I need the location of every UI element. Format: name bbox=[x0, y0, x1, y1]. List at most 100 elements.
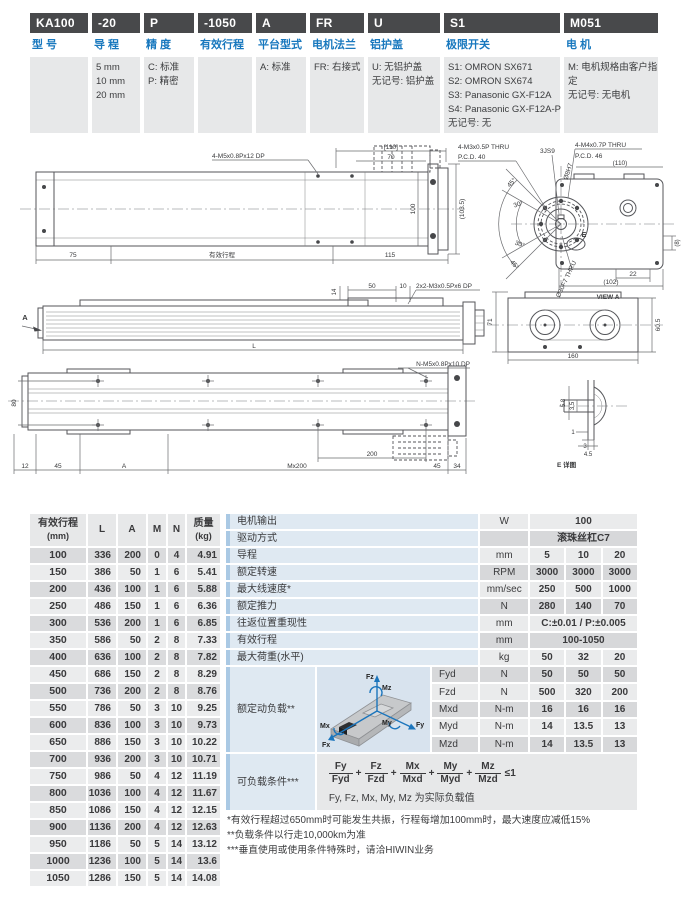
dim-cell: 200 bbox=[118, 616, 146, 631]
dim-cell: 200 bbox=[118, 684, 146, 699]
dim-cell: 150 bbox=[30, 565, 86, 580]
code-segment: FR bbox=[310, 13, 364, 33]
callout-label: N-M5x0.8Px10 DP bbox=[416, 361, 470, 368]
spec-value: C:±0.01 / P:±0.005 bbox=[529, 616, 637, 631]
spec-unit: RPM bbox=[480, 565, 528, 580]
dim-label: 45 bbox=[54, 463, 62, 470]
spec-value: 70 bbox=[602, 599, 637, 614]
dim-cell: 900 bbox=[30, 820, 86, 835]
spec-value: 16 bbox=[529, 701, 565, 718]
spec-label: 可负载条件*** bbox=[226, 754, 315, 810]
dim-cell: 0 bbox=[148, 548, 166, 563]
spec-value: 250 bbox=[529, 582, 565, 597]
bottom-view-drawing: N-M5x0.8Px10 DP bbox=[8, 361, 478, 474]
dim-cell: 1 bbox=[148, 616, 166, 631]
spec-value: 140 bbox=[566, 599, 601, 614]
dim-label: (102) bbox=[603, 279, 618, 286]
spec-value: 50 bbox=[529, 650, 565, 665]
code-segment: P bbox=[144, 13, 194, 33]
callout-label: 4-M5x0.8Px12 DP bbox=[212, 153, 265, 160]
dim-cell: 1050 bbox=[30, 871, 86, 886]
dim-cell: 550 bbox=[30, 701, 86, 716]
dim-label: 75 bbox=[69, 252, 77, 259]
dim-cell: 1 bbox=[148, 599, 166, 614]
code-option: 10 mm bbox=[96, 76, 126, 87]
dim-cell: 886 bbox=[88, 735, 116, 750]
dim-cell: 6 bbox=[168, 616, 185, 631]
dim-cell: 14.08 bbox=[187, 871, 220, 886]
dim-label: 12 bbox=[21, 463, 29, 470]
dim-cell: 936 bbox=[88, 752, 116, 767]
dim-cell: 12 bbox=[168, 786, 185, 801]
plus-sign: + bbox=[390, 767, 397, 779]
header-line: L bbox=[98, 524, 106, 535]
code-options bbox=[198, 57, 252, 133]
spec-value: 100-1050 bbox=[529, 633, 637, 648]
code-field-label: 型 号 bbox=[32, 39, 58, 51]
spec-label: 最大线速度* bbox=[226, 582, 479, 597]
spec-value: 3000 bbox=[566, 565, 601, 580]
dim-cell: 10 bbox=[168, 718, 185, 733]
code-option: 无记号: 铝护盖 bbox=[372, 76, 435, 87]
axis-label: Mx bbox=[320, 723, 330, 730]
axis-label: Fx bbox=[322, 742, 330, 747]
footnote: ***垂直使用或使用条件特殊时，请洽HIWIN业务 bbox=[227, 845, 434, 856]
dim-cell: 5 bbox=[148, 854, 166, 869]
angle-label: 30° bbox=[512, 199, 524, 210]
plus-sign: + bbox=[355, 767, 362, 779]
code-option: S4: Panasonic GX-F12A-P bbox=[448, 104, 561, 115]
dim-cell: 1 bbox=[148, 565, 166, 580]
dim-cell: 11.67 bbox=[187, 786, 220, 801]
spec-value: 14 bbox=[529, 719, 565, 735]
spec-unit: N bbox=[480, 599, 528, 614]
dim-cell: 8 bbox=[168, 667, 185, 682]
spec-value: 32 bbox=[566, 650, 601, 665]
fraction-numerator: Fz bbox=[364, 761, 388, 774]
dim-cell: 6.36 bbox=[187, 599, 220, 614]
code-options bbox=[30, 57, 88, 133]
fraction-numerator: Fy bbox=[328, 761, 353, 774]
spec-value: 5 bbox=[529, 548, 565, 563]
dim-label: 有效行程 bbox=[209, 250, 236, 259]
load-axes-illustration: Fz Mz Mx Fx My Fy bbox=[316, 667, 430, 752]
spec-value: 14 bbox=[529, 736, 565, 752]
spec-value: 100 bbox=[529, 514, 637, 529]
spec-value: 20 bbox=[602, 650, 637, 665]
axis-label: My bbox=[382, 720, 392, 727]
dim-cell: 486 bbox=[88, 599, 116, 614]
dim-label: 100 bbox=[410, 203, 417, 214]
dim-cell: 1000 bbox=[30, 854, 86, 869]
spec-value: 50 bbox=[566, 667, 601, 683]
dim-cell: 786 bbox=[88, 701, 116, 716]
plus-sign: + bbox=[466, 767, 473, 779]
spec-label: 导程 bbox=[226, 548, 479, 563]
dim-cell: 4 bbox=[148, 803, 166, 818]
dim-cell: 150 bbox=[118, 871, 146, 886]
fraction-denominator: Myd bbox=[440, 773, 461, 785]
code-field-label: 导 程 bbox=[94, 39, 120, 51]
fraction-denominator: Fzd bbox=[367, 773, 385, 785]
code-segment: M051 bbox=[564, 13, 658, 33]
dim-cell: 1 bbox=[148, 582, 166, 597]
dim-cell: 450 bbox=[30, 667, 86, 682]
spec-value: 13.5 bbox=[566, 736, 601, 752]
dim-cell: 11.19 bbox=[187, 769, 220, 784]
dim-label: 5.8 bbox=[561, 398, 567, 407]
dim-cell: 800 bbox=[30, 786, 86, 801]
load-sub-label: Mxd bbox=[431, 701, 479, 718]
dim-cell: 10.22 bbox=[187, 735, 220, 750]
